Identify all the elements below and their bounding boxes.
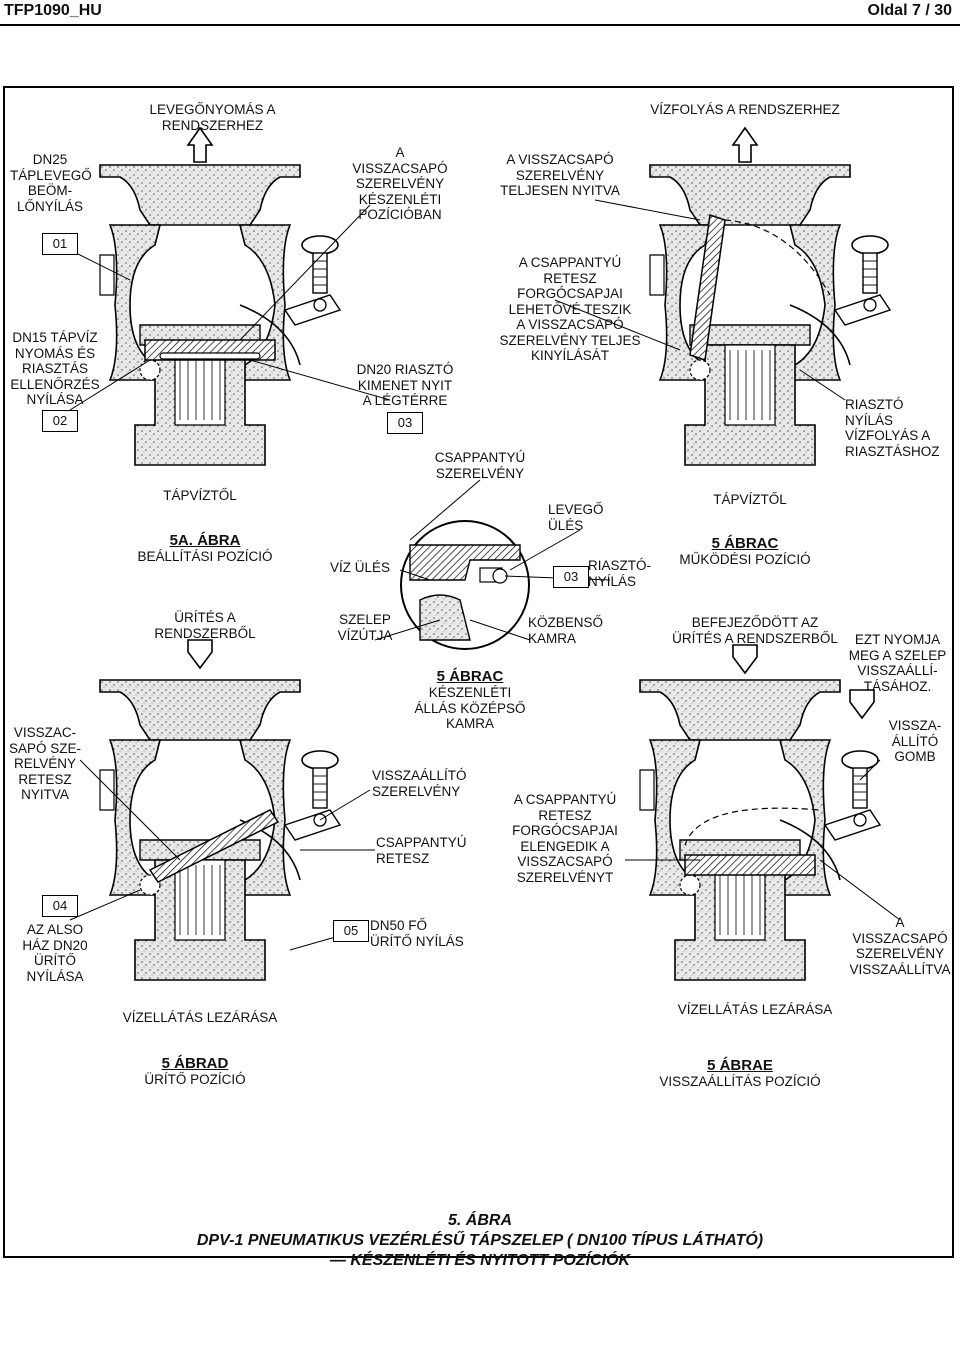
- header-rule: [0, 24, 960, 26]
- fig-5b-subtitle: MŰKÖDÉSI POZÍCIÓ: [679, 552, 811, 567]
- valve-fig-5b: [649, 164, 891, 466]
- callout-03b: 03: [553, 566, 589, 588]
- fig-5d-subtitle: ÜRÍTŐ POZÍCIÓ: [144, 1072, 246, 1087]
- callout-05: 05: [333, 920, 369, 942]
- label-clapper-latched-open: VISSZAC- SAPÓ SZE- RELVÉNY RETESZ NYITVA: [8, 725, 81, 802]
- label-lower-drain: AZ ALSO HÁZ DN20 ÜRÍTŐ NYÍLÁSA: [22, 922, 88, 984]
- page-header: TFP1090_HU Oldal 7 / 30: [0, 0, 960, 26]
- label-water-seat: VÍZ ÜLÉS: [329, 560, 391, 575]
- fig-5c-title: 5 ÁBRAC: [436, 668, 504, 685]
- fig-5e-subtitle: VISSZAÁLLÍTÁS POZÍCIÓ: [659, 1074, 821, 1089]
- footer-figure-number: 5. ÁBRA: [447, 1212, 512, 1229]
- label-from-supply-b: TÁPVÍZTŐL: [713, 492, 787, 507]
- valve-fig-5d: [99, 679, 341, 981]
- label-air-pressure: LEVEGŐNYOMÁS A RENDSZERHEZ: [149, 102, 276, 133]
- fig-5d-title: 5 ÁBRAD: [161, 1055, 229, 1072]
- footer-figure-title: DPV-1 PNEUMATIKUS VEZÉRLÉSŰ TÁPSZELEP ( …: [196, 1232, 764, 1249]
- page-number: Oldal 7 / 30: [867, 2, 952, 19]
- label-push-to-reset: EZT NYOMJA MEG A SZELEP VISSZAÁLLÍ- TÁSÁ…: [848, 632, 947, 694]
- valve-fig-5e: [639, 679, 881, 981]
- label-intermediate-chamber: KÖZBENSŐ KAMRA: [528, 615, 604, 646]
- label-latch-releases: A CSAPPANTYÚ RETESZ FORGÓCSAPJAI ELENGED…: [512, 792, 618, 885]
- label-clapper-latch: CSAPPANTYÚ RETESZ: [376, 835, 467, 866]
- footer-figure-subtitle: — KÉSZENLÉTI ÉS NYITOTT POZÍCIÓK: [329, 1252, 631, 1269]
- label-air-seat: LEVEGŐ ÜLÉS: [548, 502, 604, 533]
- detail-fig-5c: [400, 520, 530, 650]
- callout-04: 04: [42, 895, 78, 917]
- label-alarm-port-flow: RIASZTÓ NYÍLÁS VÍZFOLYÁS A RIASZTÁSHOZ: [845, 397, 940, 459]
- label-water-flow: VÍZFOLYÁS A RENDSZERHEZ: [650, 102, 840, 117]
- label-dn20-alarm: DN20 RIASZTÓ KIMENET NYIT A LÉGTÉRRE: [356, 362, 454, 408]
- label-from-supply-a: TÁPVÍZTŐL: [163, 488, 237, 503]
- label-clapper-open-full: A VISSZACSAPÓ SZERELVÉNY TELJESEN NYITVA: [500, 152, 620, 198]
- callout-03a: 03: [387, 412, 423, 434]
- label-dn50-drain: DN50 FŐ ÜRÍTŐ NYÍLÁS: [370, 918, 464, 949]
- label-clapper-ready: A VISSZACSAPÓ SZERELVÉNY KÉSZENLÉTI POZÍ…: [352, 145, 448, 222]
- label-drain-from-system: ÜRÍTÉS A RENDSZERBŐL: [154, 610, 256, 641]
- figure-frame: [3, 86, 954, 1258]
- label-valve-waterway: SZELEP VÍZÚTJA: [337, 612, 393, 643]
- fig-5e-title: 5 ÁBRAE: [707, 1057, 773, 1074]
- fig-5b-title: 5 ÁBRAC: [711, 535, 779, 552]
- label-supply-shutoff-b: VÍZELLÁTÁS LEZÁRÁSA: [677, 1002, 833, 1017]
- label-reset-assembly: VISSZAÁLLÍTÓ SZERELVÉNY: [372, 768, 467, 799]
- label-drain-complete: BEFEJEZŐDÖTT AZ ÜRÍTÉS A RENDSZERBŐL: [672, 615, 838, 646]
- label-supply-shutoff-a: VÍZELLÁTÁS LEZÁRÁSA: [122, 1010, 278, 1025]
- fig-5c-subtitle: KÉSZENLÉTI ÁLLÁS KÖZÉPSŐ KAMRA: [414, 685, 526, 731]
- label-alarm-port: RIASZTÓ- NYÍLÁS: [588, 558, 651, 589]
- valve-fig-5a: [99, 164, 341, 466]
- fig-5a-subtitle: BEÁLLÍTÁSI POZÍCIÓ: [137, 549, 273, 564]
- label-reset-knob: VISSZA- ÁLLÍTÓ GOMB: [888, 718, 942, 764]
- label-dn25-inlet: DN25 TÁPLEVEGŐ BEÖM- LŐNYÍLÁS: [10, 152, 92, 214]
- label-clapper-assembly: CSAPPANTYÚ SZERELVÉNY: [434, 450, 526, 481]
- fig-5a-title: 5A. ÁBRA: [169, 532, 241, 549]
- label-clapper-reset: A VISSZACSAPÓ SZERELVÉNY VISSZAÁLLÍTVA: [849, 915, 951, 977]
- label-dn15-port: DN15 TÁPVÍZ NYOMÁS ÉS RIASZTÁS ELLENŐRZÉ…: [10, 330, 100, 407]
- callout-01: 01: [42, 233, 78, 255]
- doc-code: TFP1090_HU: [4, 2, 102, 19]
- callout-02: 02: [42, 410, 78, 432]
- label-latch-pivot: A CSAPPANTYÚ RETESZ FORGÓCSAPJAI LEHETŐV…: [499, 255, 641, 363]
